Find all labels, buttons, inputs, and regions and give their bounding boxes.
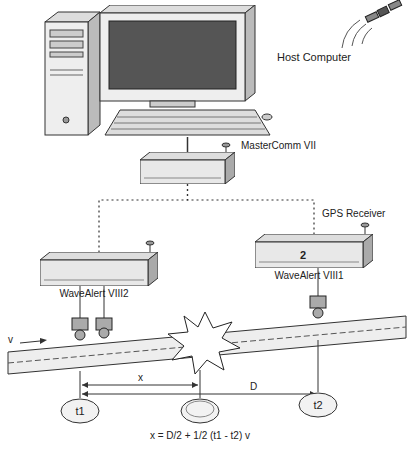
host-computer-shape [95,5,273,137]
dimension-line [82,385,316,394]
distance-label: D [248,381,259,392]
host-computer: Host Computer [95,5,273,137]
gps-label: GPS Receiver [322,208,385,219]
wavealert-unit: WaveAlert VIII1 [255,234,373,268]
node-label: Host Computer [277,51,351,63]
detection-circle: t2 [298,392,338,418]
node-label: WaveAlert VIII2 [59,288,128,299]
node-label: t1 [75,405,84,417]
computer-tower [45,12,100,135]
distance-label: x [136,372,145,383]
connector [99,184,188,252]
detection-circle: t1 [60,398,100,424]
wavealert-unit-shape [40,252,158,286]
connector [187,137,188,152]
master-unit-shape [140,152,235,184]
wavealert-unit: WaveAlert VIII2 [40,252,158,286]
connector [188,184,315,234]
dimension-arrow [82,382,316,397]
velocity-label: v [8,334,13,345]
velocity-arrow [20,341,40,343]
detection-circle [181,399,219,423]
node-label: MasterComm VII [241,140,316,151]
satellite [342,0,402,48]
unit-number: 2 [300,249,306,261]
wavealert-unit-shape [255,234,373,268]
node-label: WaveAlert VIII1 [274,270,343,281]
leader-line [80,340,318,398]
detection-circle [186,401,214,417]
node-label: t2 [313,399,322,411]
master-unit: MasterComm VII [140,152,235,184]
leak-burst [168,312,240,374]
formula: x = D/2 + 1/2 (t1 - t2) v [150,430,250,441]
